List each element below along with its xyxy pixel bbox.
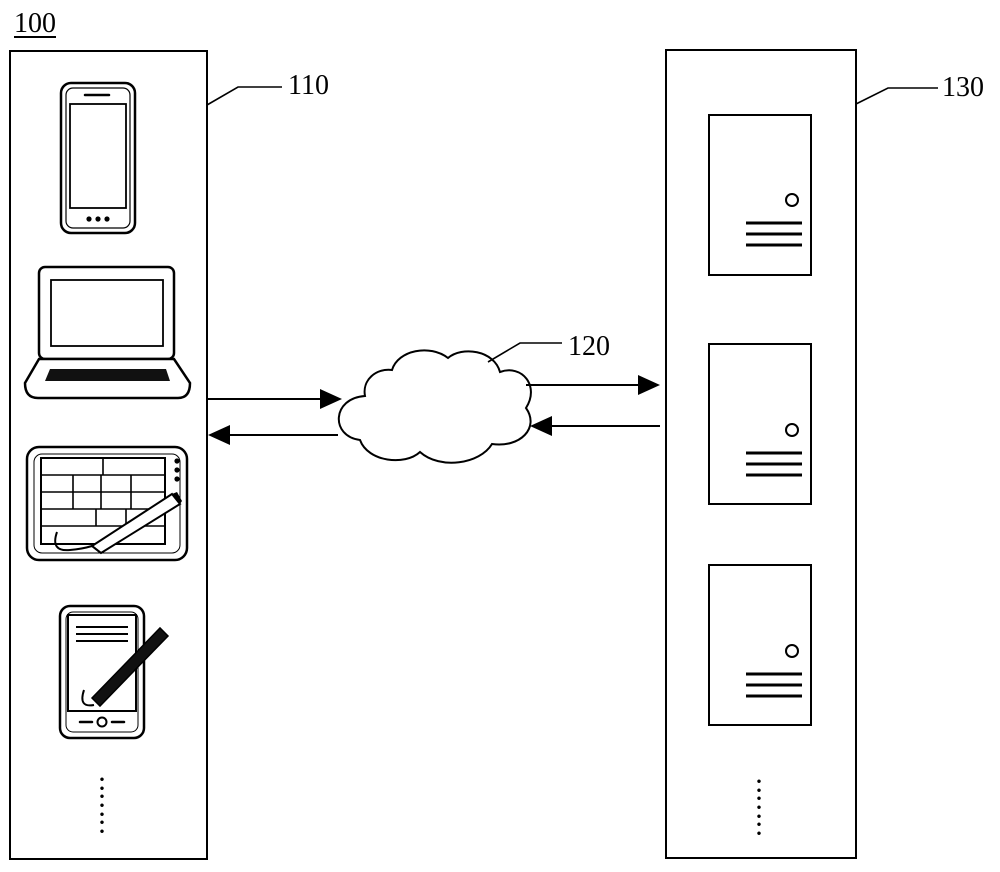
servers-label: 130 <box>942 72 984 103</box>
terminals-label: 110 <box>288 70 329 101</box>
cloud-icon <box>337 349 532 464</box>
arrow-network-to-terminal <box>208 425 338 445</box>
server-ellipsis: · · · · · · · <box>754 765 764 851</box>
pda-icon <box>58 604 170 740</box>
terminal-ellipsis: · · · · · · · <box>97 763 107 849</box>
phone-icon <box>59 81 137 235</box>
terminal-group-box <box>9 50 208 860</box>
tablet-icon <box>25 445 189 562</box>
leader-line-120 <box>487 342 562 363</box>
system-label: 100 <box>14 8 56 39</box>
arrow-network-to-server <box>526 375 660 395</box>
network-label: 120 <box>568 331 610 362</box>
server-icon <box>708 343 812 505</box>
server-icon <box>708 114 812 276</box>
leader-line-110 <box>206 86 282 106</box>
server-group-box <box>665 49 857 859</box>
leader-line-130 <box>855 87 938 105</box>
arrow-server-to-network <box>530 416 660 436</box>
server-icon <box>708 564 812 726</box>
arrow-terminal-to-network <box>207 389 342 409</box>
laptop-icon <box>23 265 192 400</box>
